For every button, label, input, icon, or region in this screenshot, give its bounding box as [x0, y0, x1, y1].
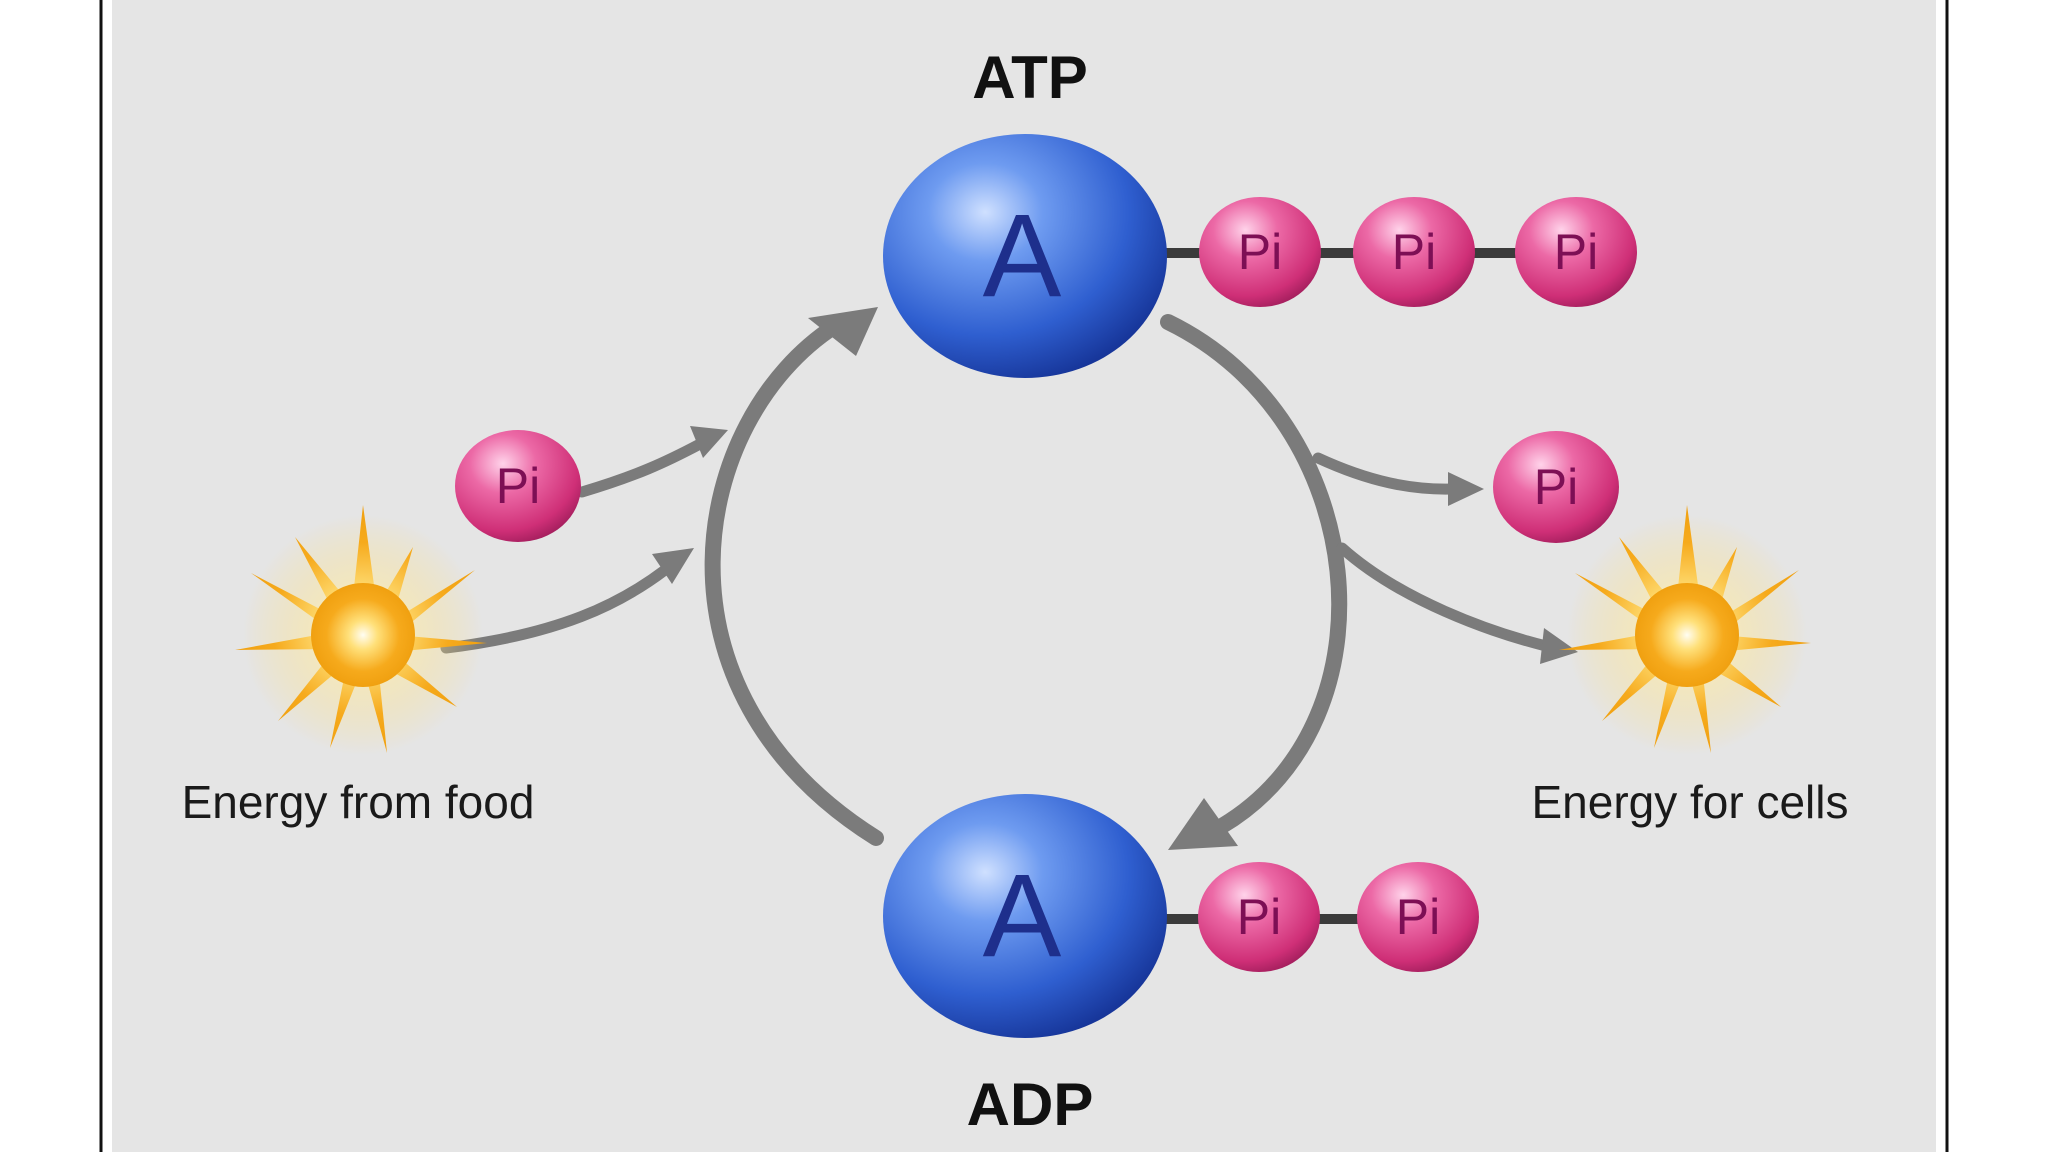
sun-burst-icon — [235, 505, 487, 755]
adp-molecule: A Pi Pi — [883, 794, 1479, 1038]
arrow-energy-out — [1336, 542, 1578, 664]
arrow-energy-in — [440, 548, 694, 654]
cycle-arrow-adp-to-atp — [704, 307, 884, 846]
atp-adenine — [883, 134, 1167, 378]
free-phosphate-out-label: Pi — [1534, 459, 1578, 515]
atp-phosphate-3: Pi — [1515, 197, 1637, 307]
atp-molecule: A Pi Pi Pi — [883, 134, 1637, 378]
atp-phosphate-3-label: Pi — [1554, 224, 1598, 280]
free-phosphate-in: Pi — [455, 430, 581, 542]
adp-title: ADP — [967, 1071, 1094, 1138]
atp-adenine-label: A — [983, 190, 1062, 322]
atp-phosphate-2-label: Pi — [1392, 224, 1436, 280]
free-phosphate-out: Pi — [1493, 431, 1619, 543]
atp-phosphate-2: Pi — [1353, 197, 1475, 307]
adp-phosphate-2-label: Pi — [1396, 889, 1440, 945]
free-phosphate-in-label: Pi — [496, 458, 540, 514]
adp-phosphate-1: Pi — [1198, 862, 1320, 972]
cycle-arrow-atp-to-adp — [1160, 314, 1348, 850]
adp-phosphate-2: Pi — [1357, 862, 1479, 972]
atp-phosphate-1-label: Pi — [1238, 224, 1282, 280]
atp-title: ATP — [972, 44, 1088, 111]
atp-phosphate-1: Pi — [1199, 197, 1321, 307]
arrow-phosphate-out — [1312, 452, 1484, 506]
arrow-phosphate-in — [576, 426, 728, 498]
sun-burst-icon — [1559, 505, 1811, 755]
adp-phosphate-1-label: Pi — [1237, 889, 1281, 945]
adp-adenine — [883, 794, 1167, 1038]
energy-for-cells-caption: Energy for cells — [1531, 776, 1848, 828]
energy-from-food-caption: Energy from food — [182, 776, 535, 828]
adp-adenine-label: A — [983, 850, 1062, 982]
